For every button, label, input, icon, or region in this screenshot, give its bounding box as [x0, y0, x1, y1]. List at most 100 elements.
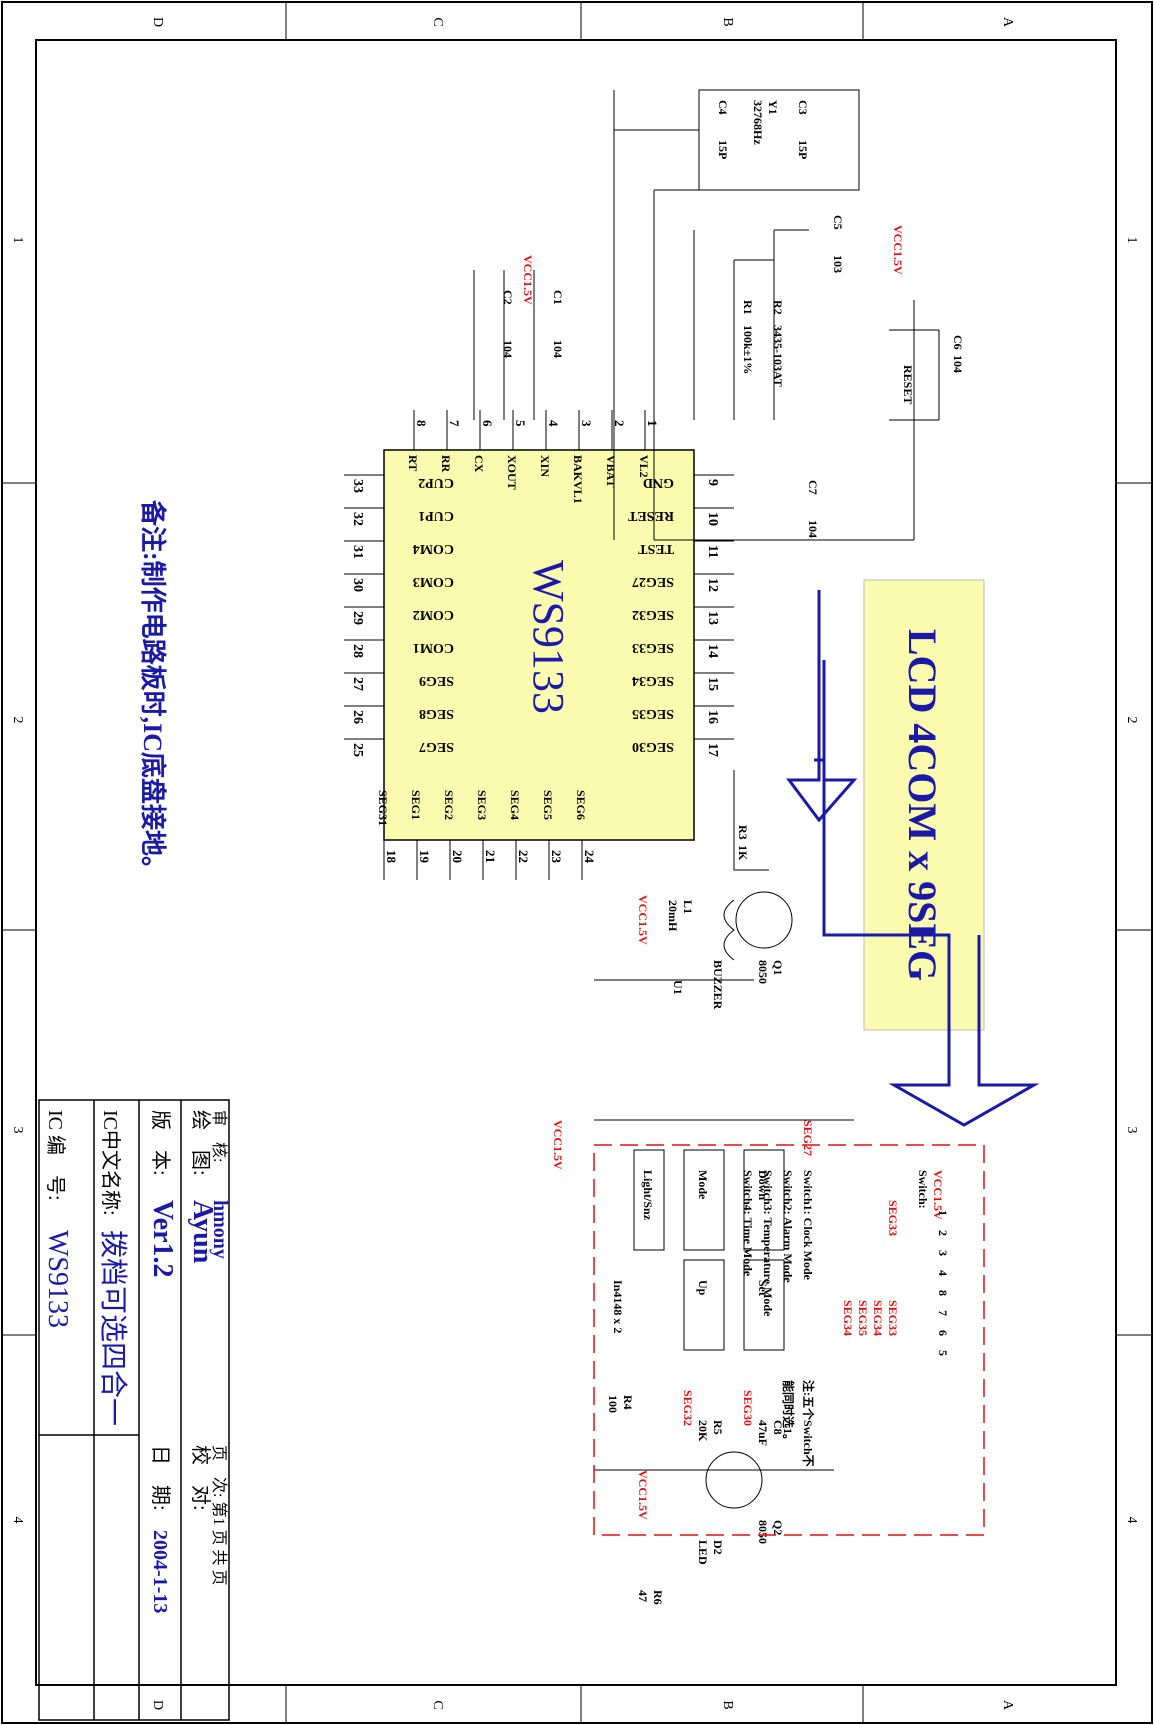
ic-pin-number-14: 14	[705, 644, 720, 658]
c6-value: 104	[951, 355, 965, 373]
c1-label: C1	[551, 290, 565, 305]
vcc-label-reset: VCC1.5V	[891, 225, 905, 275]
ic-pin-name-29: COM2	[413, 607, 454, 622]
switch-vcc: VCC1.5V	[931, 1170, 945, 1220]
inner-frame	[35, 39, 1117, 1686]
vcc-label-vbat: VCC1.5V	[521, 255, 535, 305]
ic-pin-number-22: 22	[516, 850, 531, 863]
switch-mode-2: Switch2: Alarm Mode	[781, 1170, 795, 1283]
vcc-label-led: VCC1.5V	[636, 1470, 650, 1520]
cn-name-label: IC中文名称:	[99, 1110, 122, 1216]
button-mode-label[interactable]: Mode	[696, 1170, 710, 1200]
board-note: 备注:制作电路板时,IC底盘接地。	[138, 499, 168, 882]
r5-value: 20K	[696, 1420, 710, 1442]
led-label: LED	[696, 1540, 710, 1565]
ic-pin-name-24: SEG6	[574, 790, 588, 820]
switch-pin-2: 2	[936, 1230, 950, 1236]
switch-pin-7: 7	[936, 1310, 950, 1316]
ic-pin-number-29: 29	[350, 611, 365, 625]
u1-label: U1	[671, 980, 685, 995]
r2-label: R2	[771, 300, 785, 315]
ic-pin-name-16: SEG35	[632, 706, 674, 721]
ic-pin-number-19: 19	[417, 850, 432, 864]
review-label: 审 核:	[210, 1110, 228, 1162]
q1-label: Q1	[771, 960, 785, 975]
ic-pin-name-21: SEG3	[475, 790, 489, 820]
ic-code-label: IC 编 号:	[44, 1110, 67, 1201]
switch-title: Switch:	[916, 1170, 930, 1209]
ic-pin-number-30: 30	[350, 578, 365, 592]
ic-pin-name-26: SEG8	[419, 706, 454, 721]
c3-label: C3	[796, 100, 810, 115]
ic-pin-name-19: SEG1	[409, 790, 423, 820]
r4-value: 100	[606, 1395, 620, 1413]
r5-label: R5	[711, 1420, 725, 1435]
ic-pins: 9GND10RESET11TEST12SEG2713SEG3214SEG3315…	[344, 410, 734, 880]
ic-pin-name-31: COM4	[413, 541, 454, 556]
ic-pin-name-6: CX	[472, 455, 486, 473]
switch-pin-4: 4	[936, 1270, 950, 1276]
vcc-label-buzzer: VCC1.5V	[636, 895, 650, 945]
l1-value: 20mH	[666, 900, 680, 932]
c2-label: C2	[501, 290, 515, 305]
ic-pin-number-6: 6	[480, 420, 495, 427]
row-marker-d-left: D	[150, 17, 165, 27]
button-set-label[interactable]: Set	[756, 1280, 770, 1296]
button-net-seg27: SEG27	[801, 1120, 815, 1156]
ic-pin-name-25: SEG7	[419, 739, 454, 754]
r2-value: 3435-103AT	[771, 325, 785, 387]
lcd-bus	[786, 590, 1040, 1127]
switch-pin-1: 1	[936, 1210, 950, 1216]
review-value: hmony	[209, 1200, 231, 1259]
c7-label: C7	[806, 480, 820, 495]
c5-value: 103	[831, 255, 845, 273]
ic-pin-number-13: 13	[705, 611, 720, 625]
ic-pin-name-4: XIN	[538, 455, 552, 477]
switch-net-seg35: SEG35	[856, 1300, 870, 1336]
r1-value: 100k±1%	[741, 325, 755, 374]
c6-label: C6	[951, 335, 965, 350]
row-marker-c-left: C	[430, 17, 445, 26]
date-label: 日 期:	[149, 1445, 171, 1511]
r3-label: R3	[736, 825, 750, 840]
row-marker-a-left: A	[1000, 17, 1015, 28]
reset-switch-label: RESET	[901, 365, 915, 404]
ic-pin-number-4: 4	[546, 420, 561, 427]
c4-label: C4	[716, 100, 730, 115]
q2-label: Q2	[771, 1520, 785, 1535]
switch-pin-5: 5	[936, 1350, 950, 1356]
col-marker-4-top: 4	[1124, 1517, 1139, 1524]
ic-pin-name-22: SEG4	[508, 790, 522, 820]
ic-pin-number-24: 24	[582, 850, 597, 864]
ic-pin-name-18: SEG31	[376, 790, 390, 826]
button-net-seg32: SEG32	[681, 1390, 695, 1426]
button-down-label[interactable]: Down	[756, 1170, 770, 1200]
col-marker-3-bottom: 3	[10, 1127, 25, 1134]
col-marker-4-bottom: 4	[10, 1517, 25, 1524]
row-marker-b-right: B	[720, 1700, 735, 1709]
button-up-label[interactable]: Up	[696, 1280, 710, 1296]
ic-pin-number-23: 23	[549, 850, 564, 864]
cn-name-value: 拨档可选四合一	[97, 1230, 129, 1426]
switch-mode-1: Switch1: Clock Mode	[801, 1170, 815, 1281]
lcd-block	[863, 579, 985, 1031]
ic-body	[383, 449, 695, 841]
button-light-label[interactable]: Light/Snz	[641, 1170, 655, 1221]
ic-pin-number-2: 2	[612, 420, 627, 427]
ic-pin-number-31: 31	[350, 545, 365, 559]
ic-pin-name-2: VBAT	[604, 455, 618, 487]
ic-pin-number-20: 20	[450, 850, 465, 863]
ic-pin-number-27: 27	[350, 677, 365, 691]
c4-value: 15P	[716, 140, 730, 159]
drawn-label: 绘 图:	[189, 1110, 212, 1176]
y1-value: 32768Hz	[751, 100, 765, 145]
col-marker-2-top: 2	[1124, 717, 1139, 724]
col-marker-1-top: 1	[1124, 237, 1139, 244]
ic-code-value: WS9133	[42, 1230, 73, 1328]
check-label: 校 对:	[189, 1445, 212, 1511]
ic-pin-name-5: XOUT	[505, 455, 519, 490]
c8-label: C8	[771, 1420, 785, 1435]
